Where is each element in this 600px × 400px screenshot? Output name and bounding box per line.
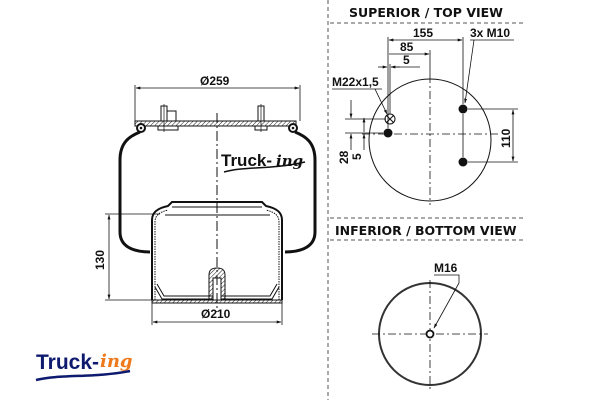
logo-swoosh: [35, 369, 131, 382]
bolt-hole-2: [458, 104, 468, 114]
dimension-210: [151, 303, 283, 325]
dim-110: 110: [499, 128, 513, 148]
height-label: 130: [93, 250, 107, 270]
bottom-view: M16: [372, 261, 488, 390]
top-diameter-label: Ø259: [200, 74, 230, 88]
bellows-left: [118, 130, 151, 254]
logo-main-text: Truck-: [36, 351, 99, 374]
watermark-tail: ing: [276, 152, 303, 170]
bottom-diameter-label: Ø210: [201, 307, 231, 321]
center-thread-hole: [425, 329, 435, 339]
top-view-heading: SUPERIOR / TOP VIEW: [349, 5, 503, 20]
dimension-130: [105, 213, 160, 301]
dimension-259: [134, 85, 301, 121]
top-plate: [134, 120, 297, 127]
thread-label: M16: [434, 261, 458, 275]
bolt-hole-1: [383, 128, 393, 138]
stud-right: [254, 104, 268, 132]
dim-155: 155: [413, 26, 433, 40]
dim-85: 85: [400, 40, 414, 54]
logo-tail-text: ing: [100, 351, 133, 372]
bottom-view-heading: INFERIOR / BOTTOM VIEW: [335, 223, 517, 238]
top-view: 155 85 5 3x M10 M22x1,5 28 5: [332, 26, 518, 205]
dim-5-horizontal: 5: [403, 53, 410, 67]
dim-28: 28: [337, 150, 351, 164]
bolt-label: 3x M10: [470, 26, 510, 40]
air-inlet-label: M22x1,5: [332, 75, 379, 89]
bellows-right: [284, 130, 317, 254]
side-view: Ø259 Ø210 130 Truck- ing: [93, 74, 317, 325]
air-inlet-icon: [384, 113, 396, 125]
watermark-main: Truck-: [221, 151, 272, 170]
dim-5-vertical: 5: [350, 153, 364, 160]
truck-ing-logo: Truck- ing: [35, 351, 133, 382]
watermark-logo: Truck- ing: [221, 151, 306, 173]
dividers: [327, 0, 525, 400]
stud-left: [157, 104, 179, 132]
bolt-hole-3: [458, 157, 468, 167]
